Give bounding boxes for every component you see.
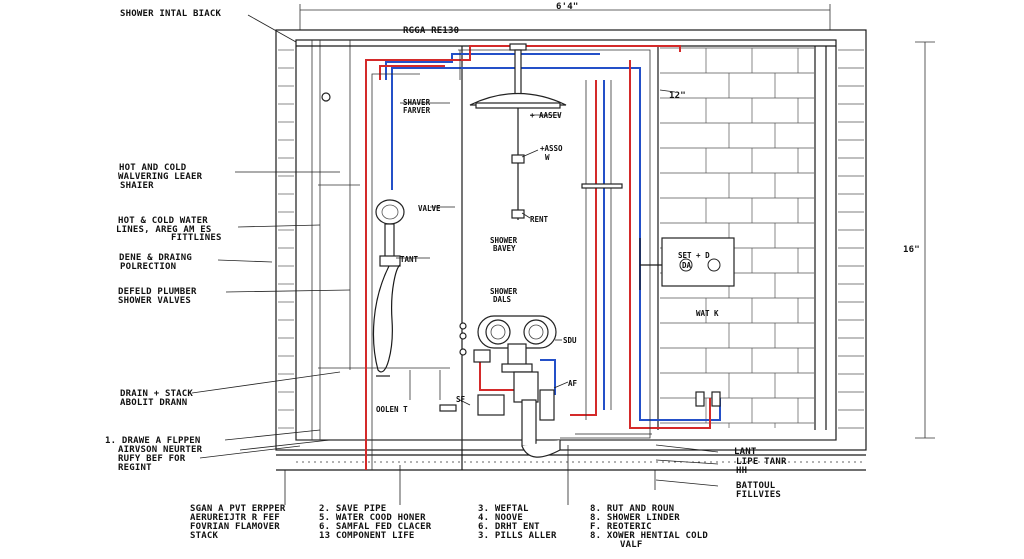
fittings [321,92,623,412]
label-drain-1: DENE & DRAING [119,253,192,263]
label-note1-3: RUFY BEF FOR [118,454,186,464]
label-lant: LANT [734,447,757,457]
right-callouts: LANT LIPE TANR HH BATTOUL FILLVIES [734,447,787,500]
label-oolen: OOLEN T [376,405,408,414]
label-note1-1: 1. DRAWE A FLPPEN [105,436,201,446]
label-water-lines-2: LINES, AREG AM ES [116,225,212,235]
label-water-lines-1: HOT & COLD WATER [118,216,208,226]
tile-wall [278,47,864,429]
label-aasev: + AASEV [530,111,562,120]
label-shower-install: SHOWER INTAL BIACK [120,9,222,19]
dimension-small: 12" [669,91,686,101]
note-col3-3: 6. DRHT ENT [478,522,540,532]
hand-shower [372,199,405,377]
label-note1-2: AIRVSON NEURTER [118,445,203,455]
wall-valve-box [639,237,735,407]
label-stack-2: ABOLIT DRANN [120,398,187,408]
cold-line-2 [385,53,600,80]
note-col1-3: FOVRIAN FLAMOVER [190,522,280,532]
rain-shower-head [469,43,567,220]
cold-line-dials [540,359,556,395]
label-drain-2: POLRECTION [120,262,176,272]
hot-line-main [365,45,681,470]
top-label: RGGA RE130 [403,26,459,36]
label-rent: RENT [530,215,549,224]
top-dimension: 6'4" [299,2,831,30]
label-dials-2: DALS [493,295,512,304]
note-col2-1: 2. SAVE PIPE [319,504,386,514]
label-note1-4: REGINT [118,463,152,473]
label-head-1: +ASSO [540,144,563,153]
label-dials-1: SHOWER [490,287,518,296]
label-sdu: SDU [563,336,577,345]
label-hot-cold-valve-1: HOT AND COLD [119,163,187,173]
note-col4-1: 8. RUT AND ROUN [590,504,674,514]
label-hot-cold-valve-2: WALVERING LEAER [118,172,203,182]
hot-line-3 [629,60,711,429]
label-shower-bar-2: BAVEY [493,244,516,253]
note-col2-2: 5. WATER COOD HONER [319,513,426,523]
note-col4-3: F. REOTERIC [590,522,652,532]
note-col1-2: AERUREIJTR R FEF [190,513,280,523]
label-af: AF [568,379,578,388]
bottom-notes: SGAN A PVT ERPPER AERUREIJTR R FEF FOVRI… [190,504,708,550]
label-battoul-1: BATTOUL [736,481,776,491]
note-col4-2: 8. SHOWER LINDER [590,513,680,523]
leader-lines [191,14,719,505]
label-shaver-1: SHAVER [403,98,431,107]
dimension-width: 6'4" [556,2,578,12]
label-valve: VALVE [418,204,441,213]
hot-line-valve [479,355,520,391]
label-watk: WAT K [696,309,719,318]
left-callouts: SHOWER INTAL BIACK HOT AND COLD WALVERIN… [105,9,222,473]
label-stack-1: DRAIN + STACK [120,389,193,399]
note-col4-5: VALF [620,540,642,550]
label-valve-box-2: DA [682,261,692,270]
note-col3-4: 3. PILLS ALLER [478,531,557,541]
label-lipe-2: HH [736,466,747,476]
label-head-2: W [545,153,550,162]
label-shaver-2: FARVER [403,106,431,115]
note-col3-1: 3. WEFTAL [478,504,529,514]
label-plumber-2: SHOWER VALVES [118,296,191,306]
label-sf: SF [456,395,466,404]
label-valve-box-1: SET + D [678,251,710,260]
label-tant: TANT [400,255,419,264]
note-col4-4: 8. XOWER HENTIAL COLD [590,531,708,541]
inner-callouts: SHAVER FARVER VALVE TANT + AASEV +ASSO W… [376,98,719,414]
hot-line-4 [570,80,597,416]
note-col1-1: SGAN A PVT ERPPER [190,504,286,514]
note-col2-4: 13 COMPONENT LIFE [319,531,415,541]
shower-enclosure [275,29,867,471]
label-hot-cold-valve-3: SHAIER [120,181,154,191]
label-battoul-2: FILLVIES [736,490,781,500]
note-col3-2: 4. NOOVE [478,513,523,523]
note-col2-3: 6. SAMFAL FED CLACER [319,522,432,532]
note-col1-4: STACK [190,531,218,541]
dimension-height: 16" [903,245,920,255]
label-shower-bar-1: SHOWER [490,236,518,245]
label-water-lines-3: FITTLINES [171,233,222,243]
hot-line-2 [379,65,445,80]
label-plumber-1: DEFELD PLUMBER [118,287,197,297]
right-dimension: 16" [903,41,935,439]
label-lipe-1: LIPE TANR [736,457,787,467]
shower-valve-assembly [459,315,561,458]
